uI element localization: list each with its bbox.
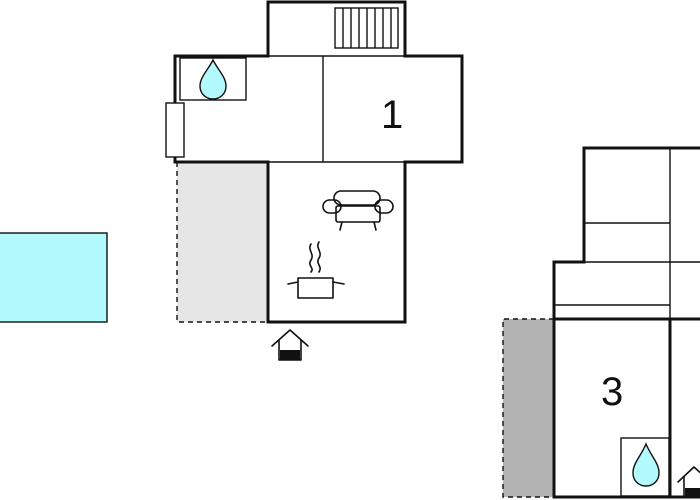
sofa-icon — [322, 190, 394, 231]
water-drop-icon — [199, 58, 227, 100]
bathroom-unit-3 — [620, 437, 670, 497]
unit-3-interior-walls — [554, 148, 700, 497]
cooking-pot-icon — [287, 241, 345, 299]
window-marker — [165, 102, 185, 158]
staircase-icon — [334, 7, 399, 49]
room-label-1: 1 — [381, 93, 403, 137]
water-drop-icon — [632, 442, 660, 487]
unit-1-interior-walls — [268, 55, 405, 163]
entrance-icon — [677, 466, 700, 498]
terrace-unit-1 — [176, 162, 268, 323]
unit-3-outline — [552, 146, 700, 499]
swimming-pool — [0, 232, 108, 323]
entrance-icon — [271, 329, 309, 361]
terrace-unit-3 — [502, 318, 554, 498]
room-label-3: 3 — [601, 370, 623, 414]
bathroom-unit-1 — [179, 57, 247, 101]
